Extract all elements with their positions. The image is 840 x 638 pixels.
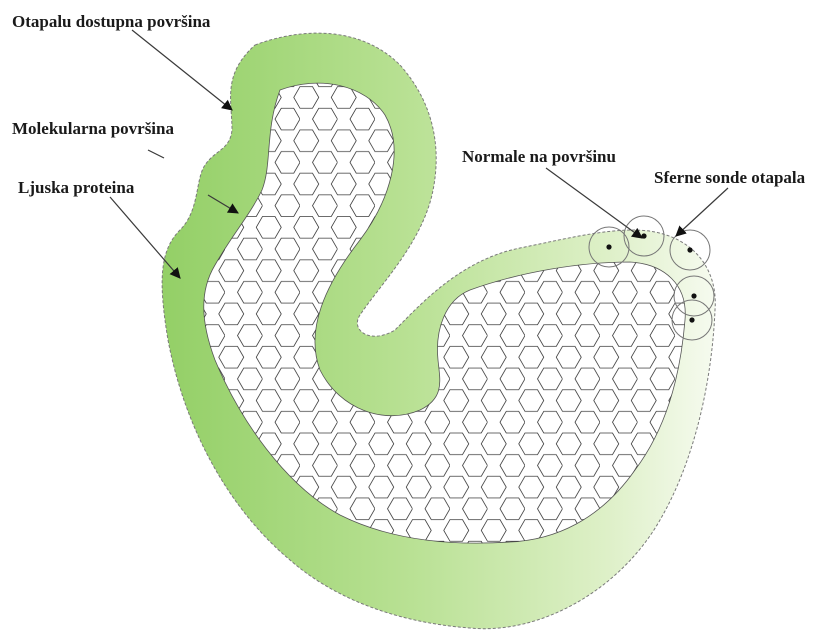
solvent-probes-label: Sferne sonde otapala — [654, 168, 806, 187]
probe-center-dot — [641, 233, 646, 238]
probe-center-dot — [687, 247, 692, 252]
protein-shell-leader — [110, 197, 180, 278]
solvent-probes-leader — [676, 188, 728, 236]
probe-center-dot — [689, 317, 694, 322]
accessible-surface-label: Otapalu dostupna površina — [12, 12, 211, 31]
molecular-surface-leader — [148, 150, 164, 158]
surface-normals-label: Normale na površinu — [462, 147, 616, 166]
accessible-surface-leader — [132, 30, 232, 110]
probe-center-dot — [691, 293, 696, 298]
probe-center-dot — [606, 244, 611, 249]
protein-shell-label: Ljuska proteina — [18, 178, 135, 197]
molecular-surface-label: Molekularna površina — [12, 119, 174, 138]
surface-normals-leader — [546, 168, 642, 238]
